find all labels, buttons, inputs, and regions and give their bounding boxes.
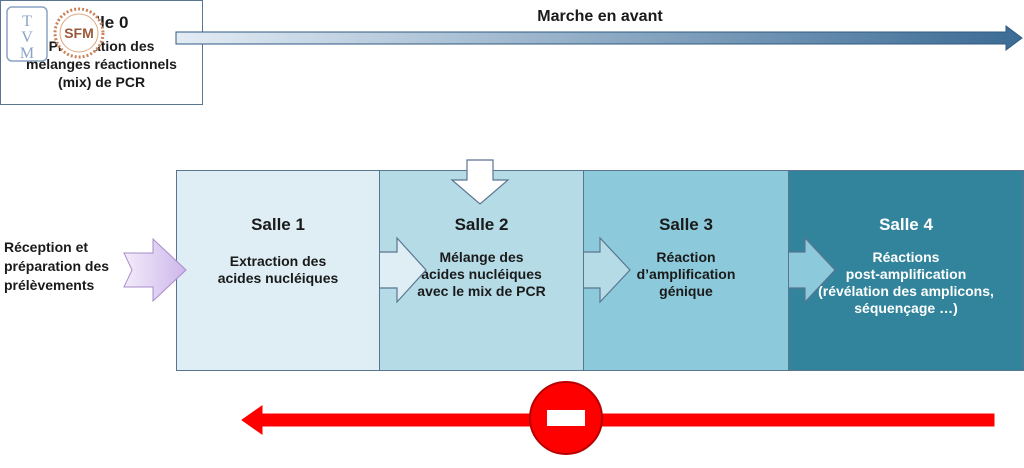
reception-label: Réception et préparation des prélèvement…: [4, 239, 110, 293]
room-2: Salle 2 Mélange des acides nucléiques av…: [379, 170, 584, 371]
no-entry-icon: [529, 381, 603, 455]
backward-arrow: [241, 405, 995, 435]
tvm-letter-v: V: [21, 29, 33, 46]
room-1: Salle 1 Extraction des acides nucléiques: [176, 170, 380, 371]
forward-arrow: [175, 25, 1023, 51]
forward-label: Marche en avant: [537, 8, 663, 25]
tvm-letter-t: T: [22, 13, 32, 30]
room-1-title: Salle 1: [251, 215, 305, 234]
room-4-title: Salle 4: [879, 215, 933, 234]
room-4-desc: Réactions post-amplification (révélation…: [818, 249, 994, 316]
room-0-desc: Préparation des mélanges réactionnels (m…: [26, 38, 177, 90]
room-3-desc: Réaction d’amplification génique: [636, 249, 736, 299]
tvm-logo: T V M: [6, 6, 48, 62]
room-1-desc: Extraction des acides nucléiques: [217, 253, 339, 286]
tvm-letter-m: M: [20, 45, 34, 62]
svg-text:SFM: SFM: [64, 25, 94, 41]
room-3: Salle 3 Réaction d’amplification génique: [583, 170, 789, 371]
sfm-logo: SFM: [52, 6, 106, 60]
room-2-title: Salle 2: [454, 215, 509, 234]
room-2-desc: Mélange des acides nucléiques avec le mi…: [417, 249, 546, 299]
room-4: Salle 4 Réactions post-amplification (ré…: [788, 170, 1024, 371]
room-3-title: Salle 3: [659, 215, 713, 234]
